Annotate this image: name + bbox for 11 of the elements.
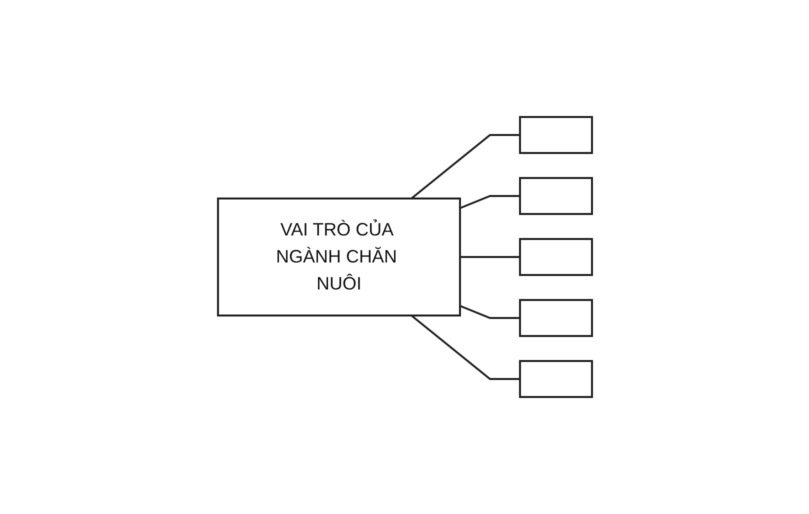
- connector: [459, 195, 520, 210]
- connector: [410, 314, 520, 380]
- connector: [410, 134, 520, 200]
- node-box: [518, 360, 592, 398]
- node-box: [518, 299, 592, 337]
- connector: [459, 304, 520, 319]
- node-box: VAI TRÒ CỦA NGÀNH CHĂN NUÔI: [216, 198, 460, 316]
- node-box: [518, 177, 592, 215]
- node-box: [518, 238, 592, 276]
- node-box: [518, 116, 592, 154]
- connector: [460, 256, 520, 258]
